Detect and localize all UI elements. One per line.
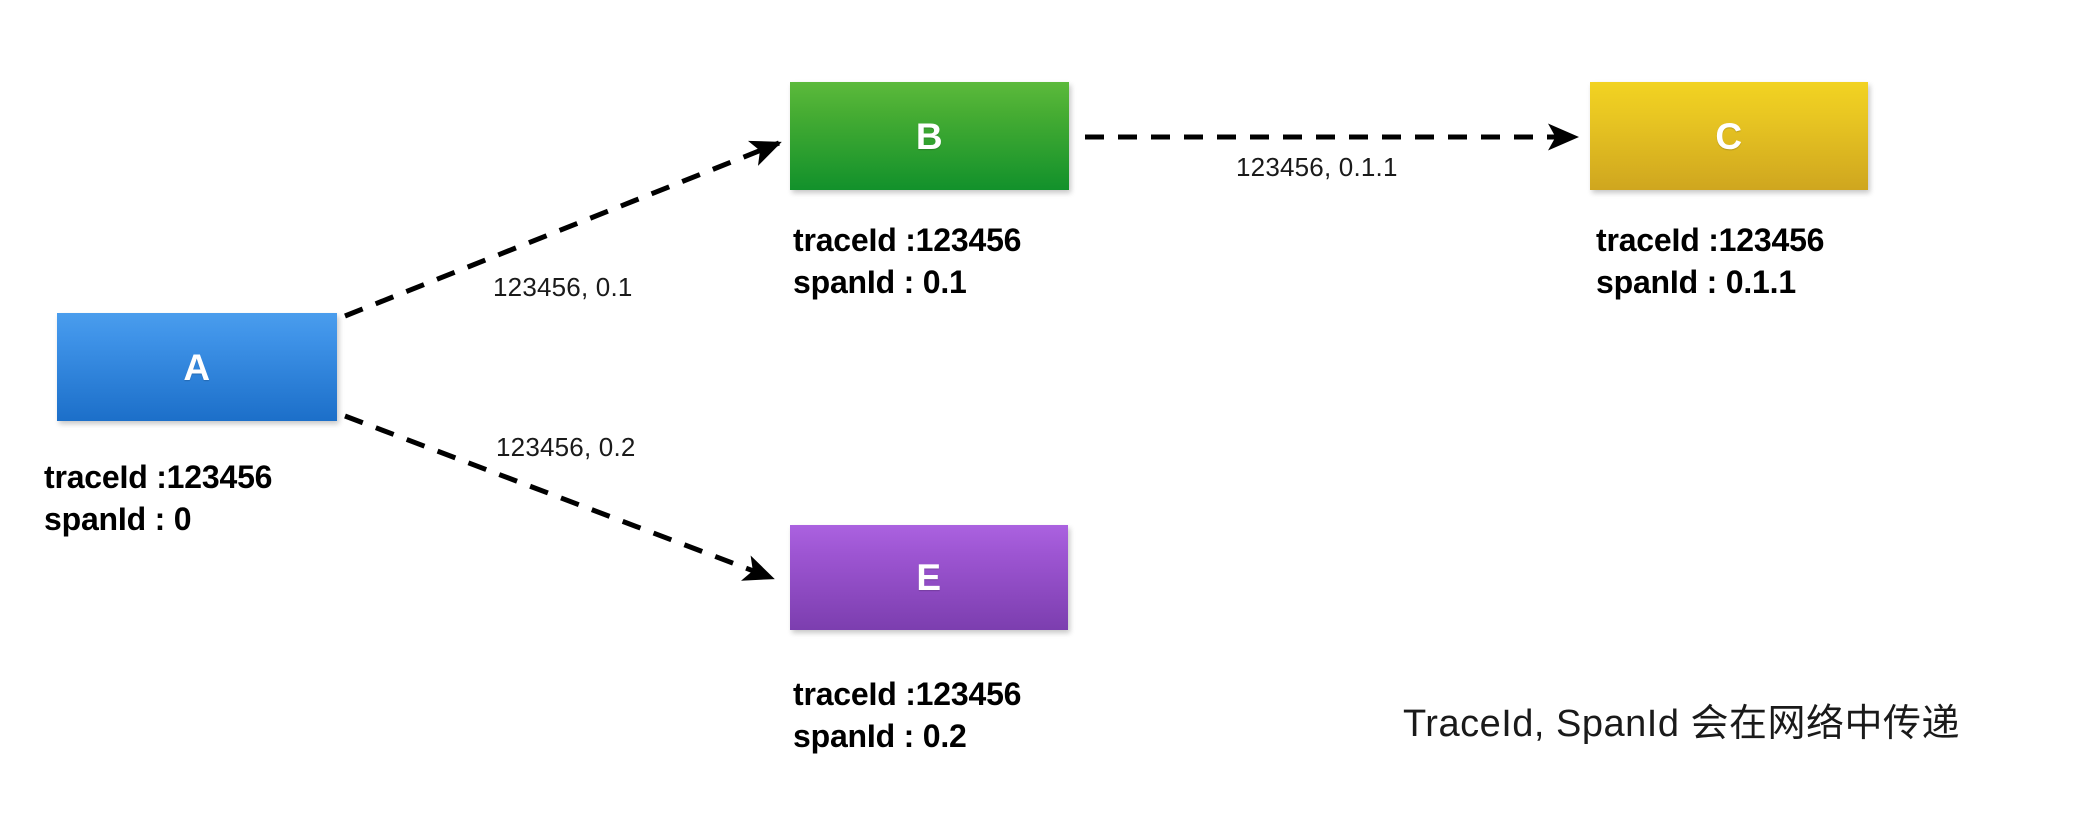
node-e-trace-id: traceId :123456 — [793, 676, 1022, 712]
edge-label-a-to-e: 123456, 0.2 — [496, 432, 636, 462]
node-a[interactable]: A — [57, 313, 337, 421]
node-a-letter: A — [183, 346, 211, 388]
edge-label-a-to-b: 123456, 0.1 — [493, 272, 633, 302]
node-e[interactable]: E — [790, 525, 1068, 630]
node-a-trace-id: traceId :123456 — [44, 459, 273, 495]
node-e-letter: E — [916, 557, 942, 598]
node-c-letter: C — [1715, 115, 1743, 157]
node-a-caption: traceId :123456 spanId : 0 — [44, 457, 272, 540]
node-e-caption: traceId :123456 spanId : 0.2 — [793, 674, 1021, 757]
node-a-span-id: spanId : 0 — [44, 500, 192, 537]
node-c-span-id: spanId : 0.1.1 — [1596, 263, 1796, 300]
node-b-letter: B — [915, 115, 944, 157]
node-e-span-id: spanId : 0.2 — [793, 717, 967, 754]
node-c[interactable]: C — [1590, 82, 1868, 190]
node-b-trace-id: traceId :123456 — [793, 222, 1022, 258]
footer-note: TraceId, SpanId 会在网络中传递 — [1403, 703, 1961, 745]
node-b-caption: traceId :123456 spanId : 0.1 — [793, 220, 1021, 303]
node-c-trace-id: traceId :123456 — [1596, 222, 1825, 258]
edge-label-b-to-c: 123456, 0.1.1 — [1236, 152, 1398, 182]
node-b[interactable]: B — [790, 82, 1069, 190]
node-b-span-id: spanId : 0.1 — [793, 263, 967, 300]
node-c-caption: traceId :123456 spanId : 0.1.1 — [1596, 220, 1824, 303]
